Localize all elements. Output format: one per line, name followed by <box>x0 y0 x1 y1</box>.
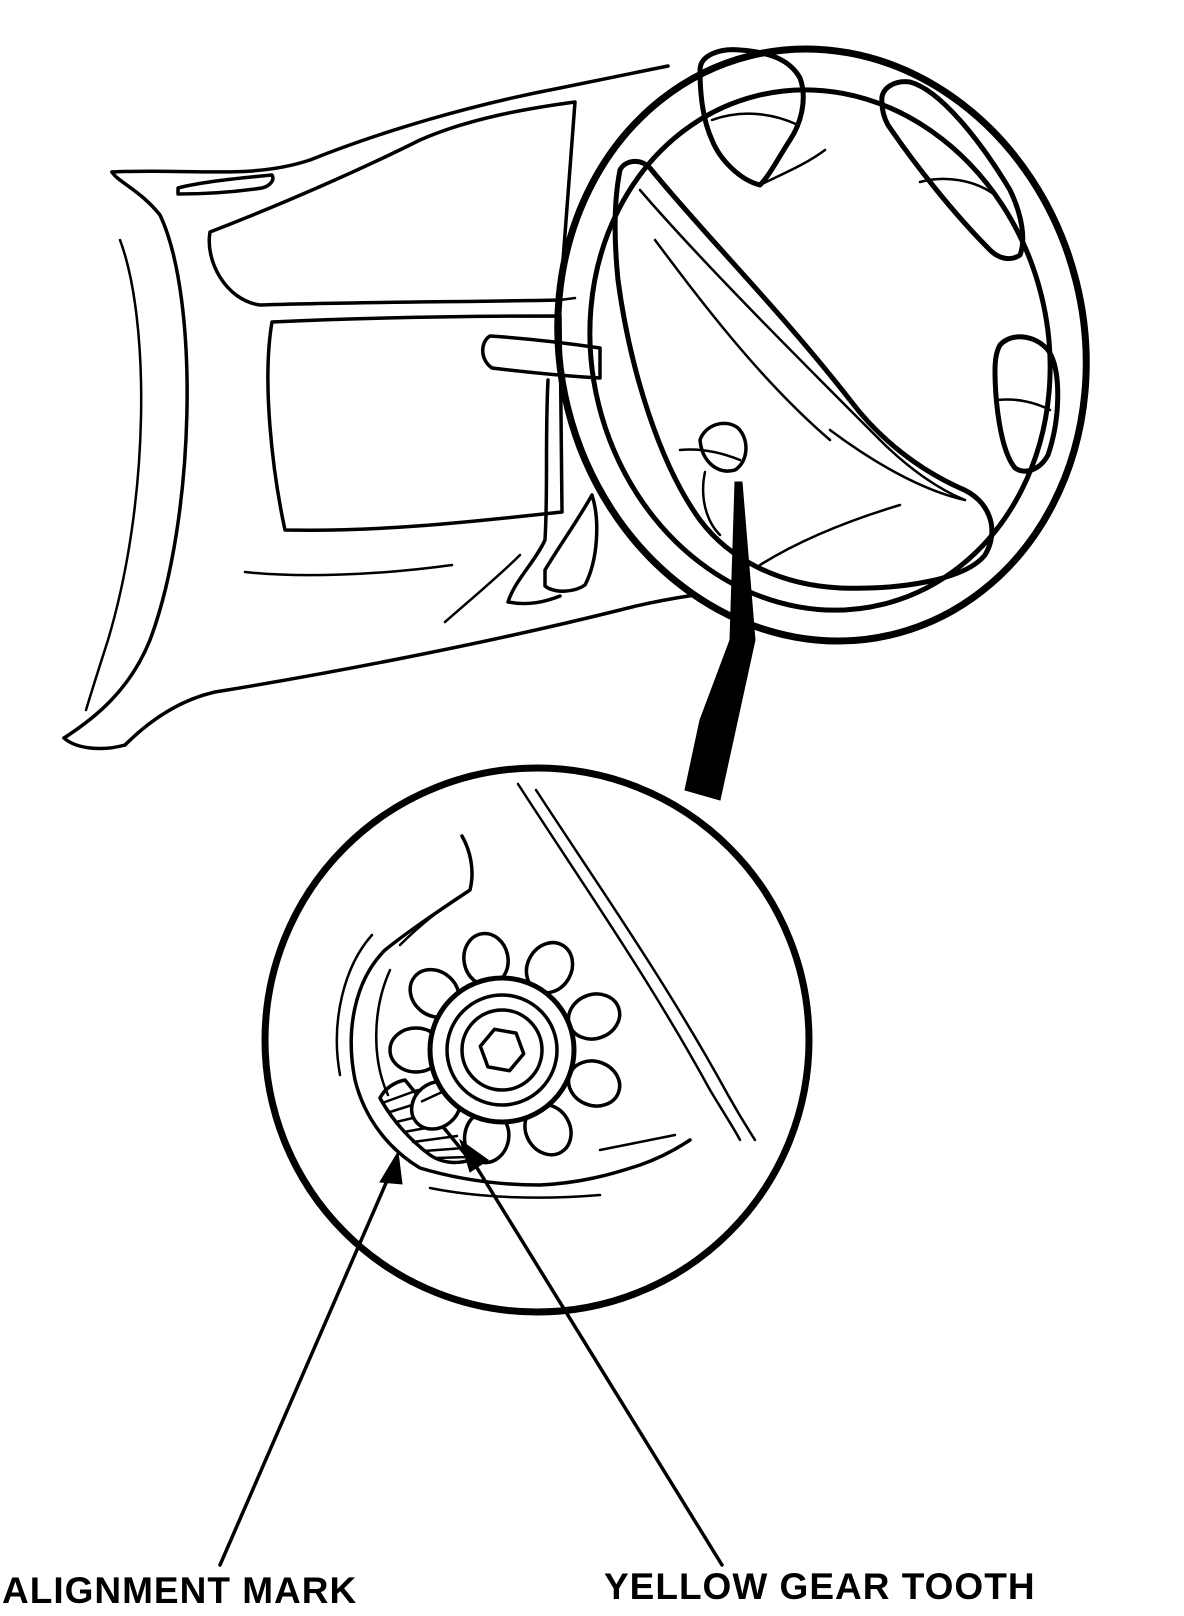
gear-tooth-leader <box>464 1148 724 1567</box>
gear-hub-inner <box>460 1008 544 1092</box>
gear-hub-ring <box>445 993 559 1107</box>
alignment-mark-leader <box>218 1158 398 1567</box>
gear <box>388 931 622 1165</box>
detail-pointer <box>684 481 756 801</box>
yellow-gear-tooth-label: YELLOW GEAR TOOTH <box>604 1566 1036 1607</box>
alignment-mark-label: ALIGNMENT MARK <box>2 1570 358 1611</box>
gear-hub-outer <box>427 975 577 1125</box>
steering-wheel <box>554 45 1090 645</box>
gear-hub-nut <box>478 1027 526 1073</box>
alignment-mark-arrowhead <box>379 1150 403 1185</box>
dashboard <box>62 64 697 751</box>
gear-tooth-arrowhead <box>459 1138 489 1173</box>
